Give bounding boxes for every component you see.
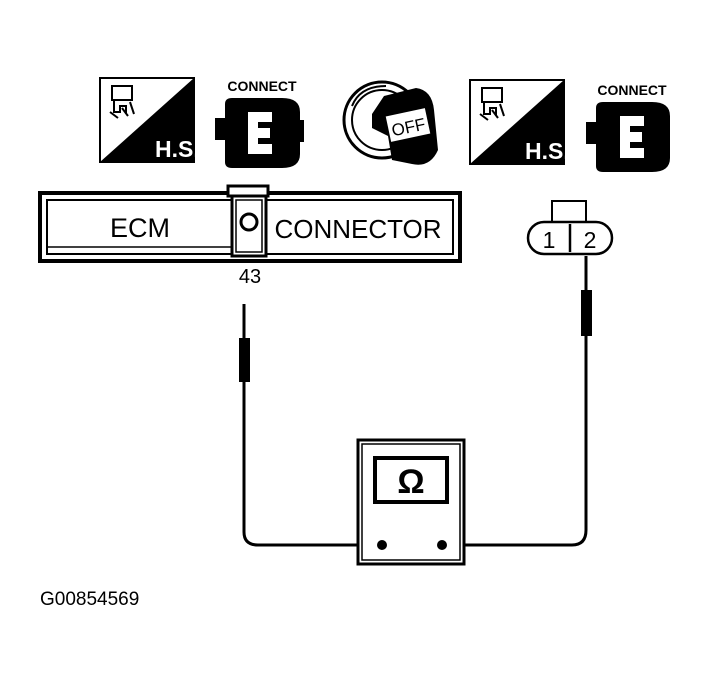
- connect-label-right: CONNECT: [597, 82, 667, 98]
- connect-icon-left: CONNECT: [215, 78, 304, 168]
- left-probe-lead: [242, 304, 382, 547]
- hs-label-left: H.S.: [155, 136, 200, 162]
- pin-2-label: 2: [584, 227, 597, 253]
- meter-terminal-left: [377, 540, 387, 550]
- hs-label-right: H.S.: [525, 138, 570, 164]
- connect-icon-right: CONNECT: [586, 82, 670, 172]
- figure-id: G00854569: [40, 589, 139, 610]
- hand-symbol-icon-left: H.S.: [99, 77, 200, 163]
- terminal-number-label: 43: [239, 266, 261, 288]
- sensor-connector: 1 2: [526, 200, 614, 256]
- connect-label-left: CONNECT: [227, 78, 297, 94]
- hand-symbol-icon-right: H.S.: [469, 79, 570, 165]
- ohm-symbol: Ω: [397, 463, 424, 501]
- pin-1-label: 1: [543, 227, 556, 253]
- meter-terminal-right: [437, 540, 447, 550]
- ignition-key-off-icon: OFF: [342, 80, 438, 165]
- connector-label: CONNECTOR: [274, 214, 441, 244]
- ecm-connector: ECM CONNECTOR: [38, 184, 462, 263]
- ohmmeter: Ω: [356, 438, 466, 566]
- right-probe-lead: [442, 256, 588, 547]
- ecm-label: ECM: [110, 213, 170, 243]
- left-probe-tip: [239, 338, 250, 382]
- right-probe-tip: [581, 290, 592, 336]
